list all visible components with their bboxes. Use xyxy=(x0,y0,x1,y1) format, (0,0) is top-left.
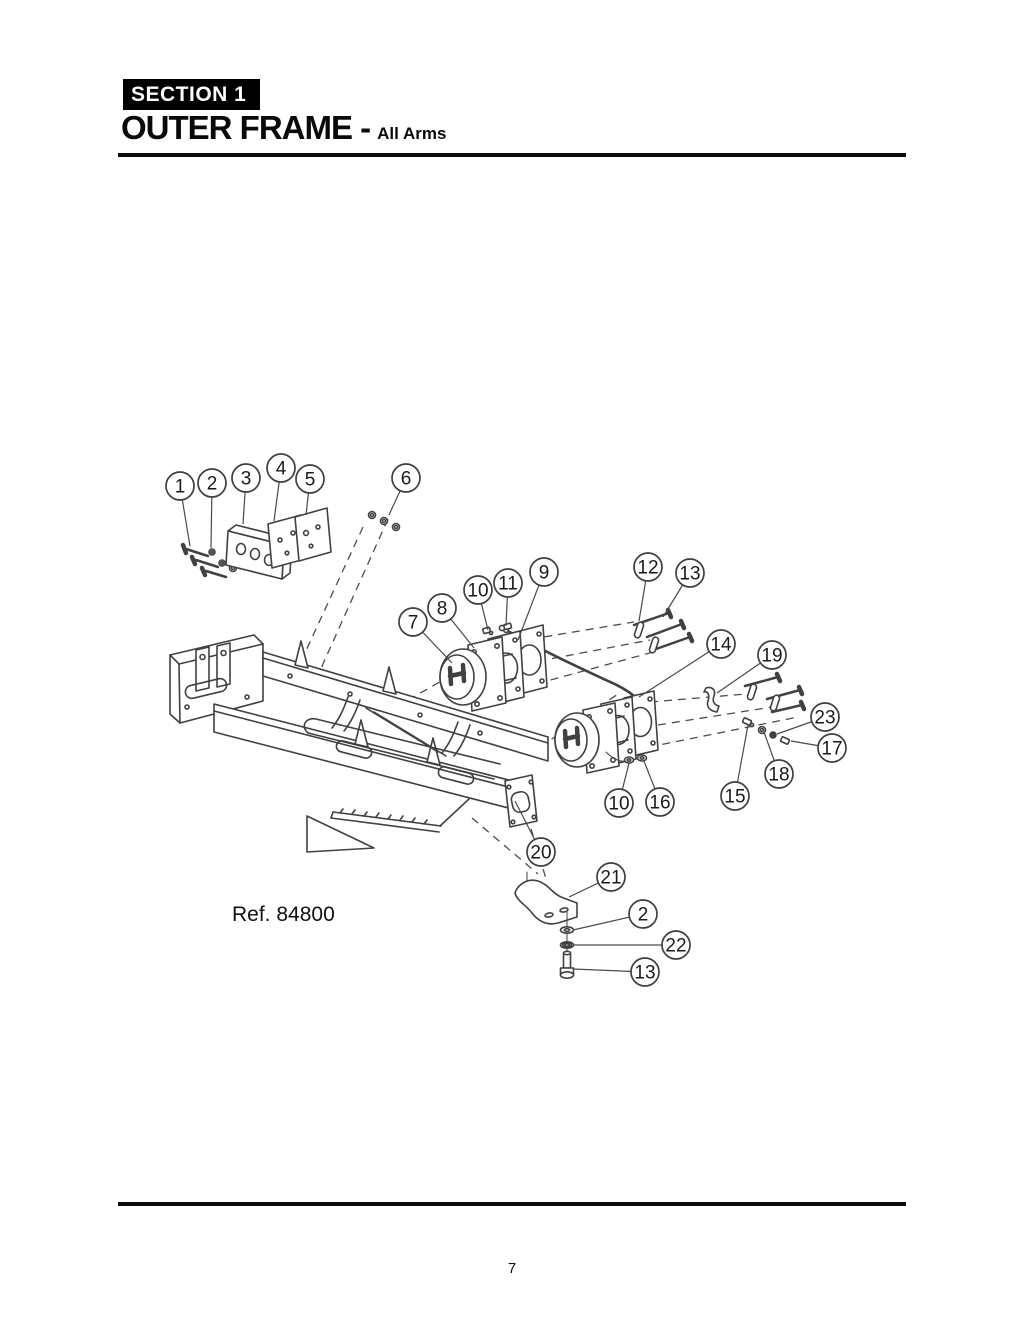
block-assembly xyxy=(180,507,401,580)
bolt-cluster-right xyxy=(703,671,807,745)
hub-assembly-upper xyxy=(439,622,548,712)
svg-text:11: 11 xyxy=(498,574,518,595)
svg-text:14: 14 xyxy=(710,635,732,656)
callout-19: 19 xyxy=(716,640,787,694)
footer-rule xyxy=(118,1202,906,1206)
svg-text:13: 13 xyxy=(634,963,655,984)
callout-18: 18 xyxy=(763,731,794,789)
svg-text:22: 22 xyxy=(665,936,686,957)
svg-text:8: 8 xyxy=(437,599,448,620)
hub-assembly-lower xyxy=(554,690,659,774)
svg-text:2: 2 xyxy=(638,905,649,926)
svg-text:4: 4 xyxy=(276,459,287,480)
svg-text:19: 19 xyxy=(761,646,782,667)
svg-text:21: 21 xyxy=(600,868,621,889)
header-rule xyxy=(118,153,906,157)
callout-1: 1 xyxy=(165,471,195,547)
svg-text:7: 7 xyxy=(408,613,419,634)
svg-text:1: 1 xyxy=(175,477,186,498)
callout-15: 15 xyxy=(720,724,750,811)
svg-text:15: 15 xyxy=(724,787,745,808)
svg-text:10: 10 xyxy=(608,794,629,815)
svg-text:23: 23 xyxy=(814,708,835,729)
svg-text:13: 13 xyxy=(679,564,700,585)
svg-text:10: 10 xyxy=(467,581,488,602)
svg-text:3: 3 xyxy=(241,469,252,490)
callout-13: 13 xyxy=(572,957,660,987)
callout-13: 13 xyxy=(662,558,705,618)
callout-8: 8 xyxy=(427,593,475,649)
section-badge: SECTION 1 xyxy=(123,79,261,110)
svg-text:12: 12 xyxy=(637,558,658,579)
callout-10: 10 xyxy=(463,575,493,631)
callout-23: 23 xyxy=(776,702,840,735)
callout-14: 14 xyxy=(638,629,736,698)
svg-text:6: 6 xyxy=(401,469,412,490)
callout-22: 22 xyxy=(574,930,691,960)
callout-4: 4 xyxy=(266,453,296,522)
svg-text:16: 16 xyxy=(649,793,670,814)
reference-number: Ref. 84800 xyxy=(232,903,335,926)
callout-5: 5 xyxy=(295,464,325,516)
page-title: OUTER FRAME - All Arms xyxy=(121,109,446,147)
bolt-cluster-upper xyxy=(632,607,695,654)
skid-bracket-assembly xyxy=(514,879,578,979)
svg-text:5: 5 xyxy=(305,470,316,491)
svg-text:9: 9 xyxy=(539,563,550,584)
page-number: 7 xyxy=(507,1260,517,1277)
outer-frame-drawing xyxy=(169,634,549,889)
callout-12: 12 xyxy=(633,552,663,622)
callout-20: 20 xyxy=(514,800,556,867)
callout-11: 11 xyxy=(493,568,523,627)
svg-text:17: 17 xyxy=(821,739,842,760)
svg-text:2: 2 xyxy=(207,474,218,495)
callout-17: 17 xyxy=(790,733,847,763)
page-title-main: OUTER FRAME - xyxy=(121,109,371,146)
callout-6: 6 xyxy=(388,463,421,516)
callout-21: 21 xyxy=(568,862,626,898)
page-title-sub: All Arms xyxy=(377,124,447,143)
svg-text:18: 18 xyxy=(768,765,789,786)
callout-3: 3 xyxy=(231,463,261,525)
callout-16: 16 xyxy=(643,760,675,817)
callout-7: 7 xyxy=(398,607,453,664)
svg-text:20: 20 xyxy=(530,843,551,864)
callout-2: 2 xyxy=(197,468,227,549)
callout-9: 9 xyxy=(517,557,559,641)
callout-10: 10 xyxy=(604,762,634,818)
callout-2: 2 xyxy=(572,899,658,931)
